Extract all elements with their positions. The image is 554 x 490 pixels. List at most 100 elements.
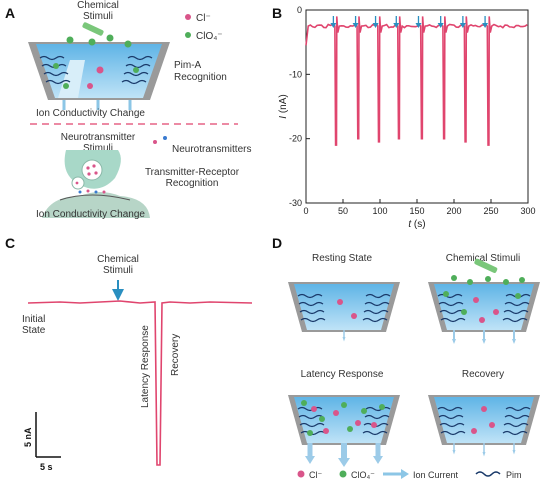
ion-current-arrowhead-icon bbox=[482, 452, 486, 457]
pim-wave-icon bbox=[437, 406, 463, 412]
c-response-trace bbox=[27, 300, 253, 466]
channel-water bbox=[434, 397, 534, 443]
cl-ion-icon bbox=[371, 422, 377, 428]
panel-b-letter: B bbox=[272, 5, 282, 21]
ion-current-arrowhead-icon bbox=[452, 339, 456, 344]
d-latency-channel bbox=[288, 395, 400, 467]
pim-wave-icon bbox=[503, 309, 529, 315]
pim-wave-icon bbox=[440, 430, 466, 436]
pim-wave-icon bbox=[365, 406, 391, 412]
svg-text:Ion Current: Ion Current bbox=[413, 470, 459, 480]
clo4-ion-icon bbox=[519, 277, 525, 283]
d-recovery-channel bbox=[428, 395, 540, 457]
pim-wave-icon bbox=[362, 317, 388, 323]
stimulus-arrowhead-icon bbox=[352, 23, 359, 28]
pim-wave-icon bbox=[298, 414, 324, 420]
clo4-ion-icon bbox=[515, 293, 521, 299]
stimulus-arrowhead-icon bbox=[437, 23, 444, 28]
x-tick-label: 0 bbox=[303, 206, 308, 216]
panel-c-letter: C bbox=[5, 235, 15, 251]
a-neurotransmitters: Neurotransmitters bbox=[172, 144, 251, 155]
clo4-ion-icon bbox=[451, 275, 457, 281]
y-tick-label: -20 bbox=[289, 134, 302, 144]
clo4-ion-icon bbox=[461, 309, 467, 315]
y-tick-label: 0 bbox=[297, 5, 302, 15]
d-chem-channel bbox=[428, 258, 540, 344]
clo4-ion-icon bbox=[379, 404, 385, 410]
clo4-ion-icon bbox=[341, 402, 347, 408]
panel-a-letter: A bbox=[5, 5, 15, 21]
cl-ion-icon bbox=[489, 422, 495, 428]
stimulus-arrowhead-icon bbox=[415, 23, 422, 28]
a-legend-cl: Cl⁻ bbox=[185, 13, 211, 24]
clo4-ion-icon bbox=[185, 32, 191, 38]
cl-ion-icon bbox=[355, 420, 361, 426]
svg-text:Cl⁻: Cl⁻ bbox=[309, 470, 322, 480]
stimulus-arrowhead-icon bbox=[372, 23, 379, 28]
ion-current-arrowhead-icon bbox=[305, 456, 315, 464]
pim-wave-icon bbox=[299, 422, 325, 428]
pim-wave-icon bbox=[439, 309, 465, 315]
y-tick-label: -30 bbox=[289, 198, 302, 208]
legend-cl-icon bbox=[297, 470, 305, 478]
d-latency-label: Latency Response bbox=[301, 369, 384, 380]
clo4-ion-icon bbox=[301, 400, 307, 406]
stimulus-arrowhead-icon bbox=[459, 23, 466, 28]
cl-ion-icon bbox=[185, 14, 191, 20]
ion-current-arrowhead-icon bbox=[338, 458, 350, 467]
cl-ion-icon bbox=[351, 313, 357, 319]
pim-wave-icon bbox=[438, 301, 464, 307]
c-recovery-label: Recovery bbox=[170, 334, 181, 376]
a-ion-change-top: Ion Conductivity Change bbox=[36, 108, 145, 119]
chemical-stimulus-bar-icon bbox=[474, 258, 498, 273]
y-tick-label: -10 bbox=[289, 69, 302, 79]
plot-frame bbox=[305, 9, 529, 204]
clo4-ion-icon bbox=[443, 291, 449, 297]
a-legend-clo4: ClO₄⁻ bbox=[185, 31, 223, 42]
pim-wave-icon bbox=[439, 422, 465, 428]
cl-ion-icon bbox=[311, 406, 317, 412]
pim-wave-icon bbox=[364, 414, 390, 420]
ion-current-arrowhead-icon bbox=[452, 450, 456, 455]
channel-water bbox=[434, 284, 534, 330]
pim-wave-icon bbox=[362, 430, 388, 436]
pim-wave-icon bbox=[365, 293, 391, 299]
x-tick-label: 150 bbox=[409, 206, 424, 216]
x-tick-label: 50 bbox=[338, 206, 348, 216]
pim-wave-icon bbox=[505, 406, 531, 412]
cl-ion-icon bbox=[337, 299, 343, 305]
svg-text:Cl⁻: Cl⁻ bbox=[196, 13, 211, 24]
pim-wave-icon bbox=[503, 422, 529, 428]
c-scale-bar: 5 nA 5 s bbox=[23, 412, 61, 472]
cl-ion-icon bbox=[493, 309, 499, 315]
x-axis-title: t (s) bbox=[408, 219, 425, 230]
current-trace-series bbox=[305, 16, 528, 146]
panel-d-letter: D bbox=[272, 235, 282, 251]
pim-wave-icon bbox=[298, 301, 324, 307]
d-resting-channel bbox=[288, 282, 400, 342]
stimulus-arrowhead-icon bbox=[393, 23, 400, 28]
d-chem-label: Chemical Stimuli bbox=[446, 253, 520, 264]
cl-ion-icon bbox=[481, 406, 487, 412]
pim-wave-icon bbox=[300, 317, 326, 323]
pim-channel-illustration bbox=[28, 22, 170, 110]
pim-wave-icon bbox=[363, 309, 389, 315]
stimulus-arrowhead-icon bbox=[482, 23, 489, 28]
pim-wave-icon bbox=[438, 414, 464, 420]
clo4-ion-icon bbox=[485, 276, 491, 282]
x-tick-label: 200 bbox=[446, 206, 461, 216]
ion-current-arrowhead-icon bbox=[512, 450, 516, 455]
cl-ion-icon bbox=[473, 297, 479, 303]
ion-current-arrowhead-icon bbox=[482, 339, 486, 344]
d-recovery-label: Recovery bbox=[462, 369, 504, 380]
cl-ion-icon bbox=[479, 317, 485, 323]
cl-ion-icon bbox=[333, 410, 339, 416]
